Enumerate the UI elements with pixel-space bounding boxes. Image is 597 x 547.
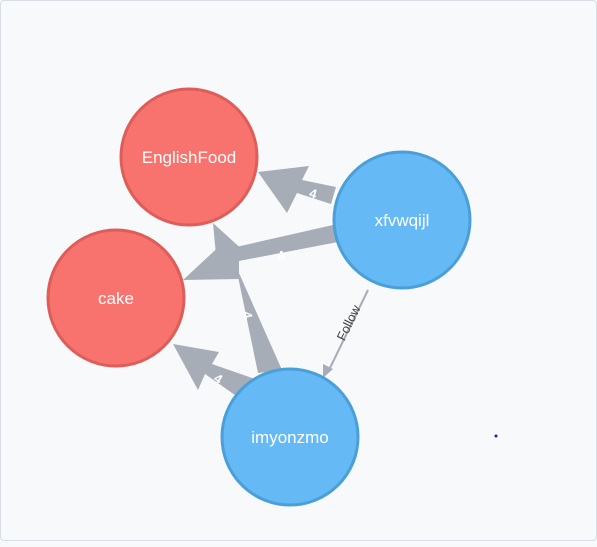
edge-imyonzmo-to-cake[interactable]: [173, 344, 255, 400]
cursor-dot: [494, 434, 498, 438]
edge-label-follow: Follow: [334, 302, 364, 343]
node-circle: [220, 367, 360, 507]
node-label: xfvwqijl: [375, 211, 430, 230]
edge-xfvwqijl-follow-imyonzmo[interactable]: [327, 289, 369, 373]
node-circle: [46, 228, 186, 368]
node-label: cake: [98, 289, 134, 308]
arrowhead-icon: [323, 364, 333, 378]
edge-xfvwqijl-to-cake[interactable]: [183, 225, 338, 280]
node-circle: [119, 87, 259, 227]
edge-xfvwqijl-to-englishfood[interactable]: [258, 166, 336, 213]
edge-label-imyonzmo-englishfood: 4: [239, 310, 255, 321]
node-label: EnglishFood: [142, 148, 237, 167]
node-circle: [332, 150, 472, 290]
edge-imyonzmo-to-englishfood[interactable]: [213, 223, 282, 373]
node-label: imyonzmo: [251, 428, 328, 447]
node-englishfood[interactable]: EnglishFood: [119, 87, 259, 227]
edge-label-xfvwqijl-cake: 4: [276, 247, 287, 263]
node-imyonzmo[interactable]: imyonzmo: [220, 367, 360, 507]
node-cake[interactable]: cake: [46, 228, 186, 368]
node-xfvwqijl[interactable]: xfvwqijl: [332, 150, 472, 290]
